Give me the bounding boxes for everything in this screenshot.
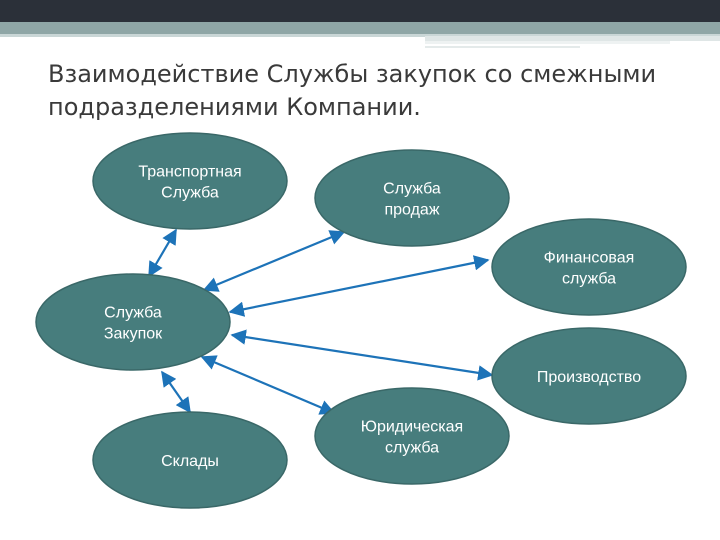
node-shape-legal (314, 387, 510, 485)
node-shape-finance (491, 218, 687, 316)
arrow-purchasing-finance (228, 255, 490, 317)
node-label-finance: служба (562, 271, 616, 288)
node-shape-sales (314, 149, 510, 247)
arrow-purchasing-warehouses (161, 370, 191, 414)
arrow-purchasing-sales (202, 230, 346, 292)
node-label-transport: Служба (161, 185, 219, 202)
node-label-production: Производство (537, 369, 641, 386)
node-sales: Служба продаж (314, 149, 510, 247)
node-label-legal: служба (385, 440, 439, 457)
node-warehouses: Склады (92, 411, 288, 509)
decorative-line (425, 46, 580, 48)
decorative-line (425, 41, 670, 44)
accent-strip-light (0, 34, 720, 37)
arrow-purchasing-production (230, 329, 494, 381)
node-shape-purchasing (35, 273, 231, 371)
arrow-purchasing-legal (200, 355, 336, 415)
node-legal: Юридическая служба (314, 387, 510, 485)
node-finance: Финансовая служба (491, 218, 687, 316)
header-bar (0, 0, 720, 22)
node-label-sales: продаж (384, 202, 439, 219)
node-label-sales: Служба (383, 181, 441, 198)
node-shape-warehouses (92, 411, 288, 509)
node-shape-transport (92, 132, 288, 230)
arrow-purchasing-transport (148, 228, 177, 278)
node-label-finance: Финансовая (544, 250, 635, 267)
node-production: Производство (491, 327, 687, 425)
decorative-line (425, 36, 720, 41)
node-label-legal: Юридическая (361, 419, 463, 436)
slide-title: Взаимодействие Службы закупок со смежным… (48, 60, 657, 121)
node-label-purchasing: Закупок (104, 326, 163, 343)
node-label-transport: Транспортная (138, 164, 241, 181)
node-shape-production (491, 327, 687, 425)
node-label-purchasing: Служба (104, 305, 162, 322)
accent-strip (0, 22, 720, 34)
node-label-warehouses: Склады (161, 453, 219, 470)
